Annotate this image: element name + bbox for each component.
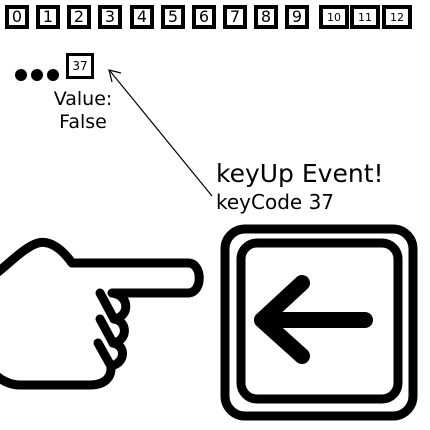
event-title: keyUp Event! bbox=[216, 159, 384, 188]
value-text: False bbox=[59, 111, 107, 133]
key-1[interactable]: 1 bbox=[36, 5, 60, 29]
key-label: 12 bbox=[386, 9, 408, 25]
key-label: 11 bbox=[354, 9, 376, 25]
key-9[interactable]: 9 bbox=[285, 5, 309, 29]
value-label: Value: bbox=[53, 88, 113, 110]
ellipsis-dot bbox=[31, 69, 43, 81]
key-label: 5 bbox=[165, 9, 181, 25]
key-5[interactable]: 5 bbox=[161, 5, 185, 29]
key-2[interactable]: 2 bbox=[67, 5, 91, 29]
key-label: 10 bbox=[323, 9, 345, 25]
ellipsis-dot bbox=[15, 69, 27, 81]
key-label: 3 bbox=[102, 9, 118, 25]
key-0[interactable]: 0 bbox=[5, 5, 29, 29]
selected-key-label: 37 bbox=[69, 56, 91, 76]
key-10[interactable]: 10 bbox=[319, 5, 349, 29]
key-3[interactable]: 3 bbox=[98, 5, 122, 29]
key-label: 4 bbox=[134, 9, 150, 25]
key-label: 0 bbox=[9, 9, 25, 25]
key-6[interactable]: 6 bbox=[192, 5, 216, 29]
key-label: 1 bbox=[40, 9, 56, 25]
key-label: 6 bbox=[196, 9, 212, 25]
event-keycode: keyCode 37 bbox=[216, 190, 335, 214]
pointing-hand-icon bbox=[0, 237, 204, 390]
key-11[interactable]: 11 bbox=[350, 5, 380, 29]
key-7[interactable]: 7 bbox=[223, 5, 247, 29]
key-8[interactable]: 8 bbox=[254, 5, 278, 29]
key-12[interactable]: 12 bbox=[382, 5, 412, 29]
key-label: 9 bbox=[289, 9, 305, 25]
left-arrow-key-icon bbox=[220, 224, 418, 421]
selected-key[interactable]: 37 bbox=[66, 53, 94, 79]
ellipsis-dot bbox=[47, 69, 59, 81]
key-4[interactable]: 4 bbox=[130, 5, 154, 29]
key-label: 2 bbox=[71, 9, 87, 25]
key-label: 8 bbox=[258, 9, 274, 25]
key-label: 7 bbox=[227, 9, 243, 25]
